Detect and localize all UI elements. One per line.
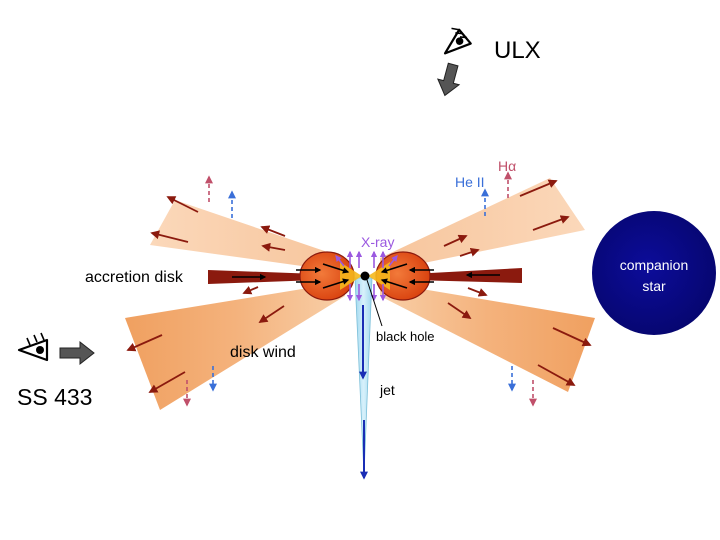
ulx-observer: ULX (436, 27, 541, 97)
wind-arrow (459, 248, 480, 257)
wind-cone-upper-right (380, 178, 585, 272)
black-hole (360, 271, 370, 281)
wind-arrow (519, 179, 558, 197)
jet (354, 277, 373, 480)
arrow-right-icon (59, 340, 95, 366)
wind-arrow (242, 286, 259, 295)
xray-arrows (335, 250, 398, 302)
eye-icon (443, 27, 472, 55)
wind-arrow (443, 234, 468, 247)
xray-arrow (335, 255, 345, 267)
wind-arrows (126, 179, 592, 393)
wind-cone-upper-left (150, 200, 345, 272)
companion-star-disk (592, 211, 716, 335)
companion-star: companion star (592, 211, 716, 335)
inflow-arrow (322, 278, 350, 289)
inner-disk-lobes (299, 251, 431, 301)
wind-arrow (261, 242, 286, 252)
black-hole-pointer (366, 279, 383, 327)
wind-arrow (467, 287, 488, 297)
accretion-disk-label: accretion disk (85, 269, 184, 286)
heii-arrows (209, 188, 516, 392)
inflow-arrows (232, 263, 500, 289)
disk-wind-label: disk wind (230, 344, 296, 361)
wind-arrow (537, 364, 576, 386)
heii-label: He II (455, 174, 485, 190)
wind-cone-lower-right (380, 282, 595, 392)
ss433-observer: SS 433 (17, 332, 95, 410)
ulx-label: ULX (494, 37, 541, 64)
jet-label: jet (379, 382, 395, 398)
disk-wind-cones (125, 178, 595, 410)
wind-arrow (447, 302, 472, 320)
black-hole-label: black hole (376, 329, 435, 344)
inflow-arrow (380, 278, 408, 289)
wind-arrow (150, 230, 189, 243)
companion-label-line2: star (642, 278, 666, 294)
wind-arrow (166, 196, 199, 213)
wind-arrow (552, 327, 592, 347)
halpha-label: Hα (498, 158, 516, 174)
wind-arrow (148, 371, 186, 393)
wind-arrow (532, 215, 570, 231)
arrow-down-icon (436, 62, 461, 97)
inflow-arrow (380, 263, 408, 274)
wind-cone-lower-left (125, 282, 345, 410)
companion-label-line1: companion (620, 257, 689, 273)
inflow-arrow (322, 263, 350, 274)
ss433-label: SS 433 (17, 384, 92, 410)
wind-arrow (258, 305, 285, 323)
xray-arrow (388, 255, 398, 267)
wind-arrow (126, 334, 163, 352)
eye-icon (17, 332, 49, 362)
wind-arrow (260, 225, 286, 237)
xray-label: X-ray (361, 234, 394, 250)
